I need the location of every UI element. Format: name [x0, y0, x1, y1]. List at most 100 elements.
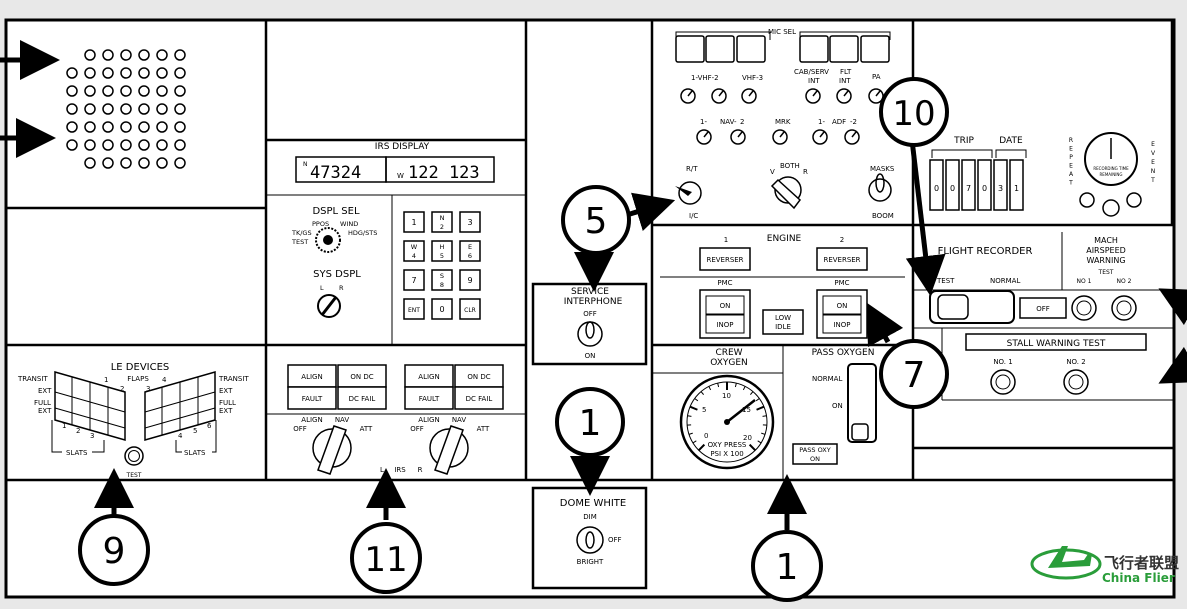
mic-select-button[interactable]: [860, 35, 890, 63]
callout-9: 9: [78, 514, 150, 586]
gauge-5: 5: [702, 406, 706, 414]
mic-select-button[interactable]: [675, 35, 705, 63]
keypad-key[interactable]: [431, 211, 453, 233]
grille-hole: [156, 139, 168, 151]
rt-ic-switch[interactable]: [678, 181, 702, 205]
grille-hole: [102, 49, 114, 61]
le-devices-title: LE DEVICES: [111, 362, 170, 373]
keypad-key[interactable]: [431, 269, 453, 291]
gauge-tick: [692, 440, 697, 444]
stall-no1-button[interactable]: [990, 369, 1016, 395]
keypad-key[interactable]: [431, 298, 453, 320]
v-label: V: [770, 168, 775, 176]
mach-no2-button[interactable]: [1111, 295, 1137, 321]
recording-time-gauge: [1084, 132, 1138, 186]
irs-r-label: R: [418, 466, 423, 474]
adf2-label: -2: [850, 118, 857, 126]
grille-hole: [138, 139, 150, 151]
pmc-1-switch[interactable]: [699, 289, 751, 339]
keypad-key[interactable]: [459, 269, 481, 291]
keypad-key[interactable]: [459, 240, 481, 262]
mic-select-button[interactable]: [705, 35, 735, 63]
grille-hole: [102, 85, 114, 97]
trip-date-digit-wheel: [945, 159, 960, 211]
flap-num-4: 4: [162, 376, 167, 384]
reverser-2-light: [816, 247, 868, 271]
airspeed-label: AIRSPEED: [1086, 246, 1126, 255]
ext2-label-left: EXT: [38, 407, 52, 415]
on-dc-text: ON DC: [467, 373, 490, 381]
mode-off-label: OFF: [293, 425, 307, 433]
grille-hole: [66, 121, 78, 133]
callout-1a-text: 1: [579, 403, 602, 444]
callout-11: 11: [350, 522, 422, 594]
keypad-key[interactable]: [403, 240, 425, 262]
trip-date-digit: 0: [982, 184, 987, 193]
dome-white-switch[interactable]: [576, 526, 604, 554]
fault-light: [404, 386, 454, 410]
grille-hole: [102, 139, 114, 151]
keypad-key[interactable]: [403, 211, 425, 233]
dc-fail-light: [454, 386, 504, 410]
mic-select-button[interactable]: [799, 35, 829, 63]
recorder-knob[interactable]: [1102, 199, 1120, 217]
mach-no1-button[interactable]: [1071, 295, 1097, 321]
pass-oxygen-switch[interactable]: [847, 363, 877, 443]
keypad-key-label: CLR: [464, 307, 476, 314]
event-letter: T: [1150, 177, 1155, 184]
gauge-tick: [694, 398, 699, 402]
flap-num-3: 3: [146, 385, 150, 393]
gauge-tick: [688, 432, 693, 435]
oxygen-panel: CREW OXYGEN 0 5 10 15 20 OXY PRESS PSI X…: [652, 345, 877, 480]
pass-oxy-text: PASS OXY: [799, 446, 830, 454]
pass-normal-label: NORMAL: [812, 375, 842, 383]
dome-off-label: OFF: [608, 536, 622, 544]
boom-label: BOOM: [872, 212, 894, 220]
repeat-letter: T: [1068, 180, 1073, 187]
dc-fail-light: [337, 386, 387, 410]
sys-dspl-knob[interactable]: [317, 294, 341, 318]
mic-select-button[interactable]: [829, 35, 859, 63]
keypad-key-label: ENT: [408, 307, 420, 314]
event-button[interactable]: [1126, 192, 1142, 208]
ext-label-right: EXT: [219, 387, 233, 395]
stall-no2-button[interactable]: [1063, 369, 1089, 395]
repeat-button[interactable]: [1079, 192, 1095, 208]
keypad-key[interactable]: [459, 298, 481, 320]
keypad-key[interactable]: [403, 298, 425, 320]
irs-display-panel: IRS DISPLAY N 47324 W 122 123 DSPL SEL P…: [266, 142, 526, 345]
mic-select-button[interactable]: [736, 35, 766, 63]
grille-hole: [174, 85, 186, 97]
dome-dim-label: DIM: [583, 513, 597, 521]
dspl-sel-knob[interactable]: [315, 227, 341, 253]
low-text: LOW: [775, 314, 791, 322]
trip-date-digit: 0: [934, 184, 939, 193]
keypad-key[interactable]: [459, 211, 481, 233]
mask-boom-switch[interactable]: [868, 178, 892, 202]
engine-1-label: 1: [724, 236, 728, 244]
callout-7: 7: [879, 339, 949, 409]
irs-l-label: L: [380, 466, 384, 474]
fdr-test-switch[interactable]: [929, 290, 1015, 324]
gauge-tick: [700, 391, 705, 395]
fault-light: [287, 386, 337, 410]
engine-panel: ENGINE 1 2 REVERSER REVERSER PMC PMC ON …: [660, 234, 905, 339]
trip-date-digit-wheel: [977, 159, 992, 211]
trip-date-digit-wheel: [961, 159, 976, 211]
logo-plane-icon: [1048, 546, 1092, 568]
ic-label: I/C: [689, 212, 698, 220]
keypad-key[interactable]: [403, 269, 425, 291]
oxygen-label: OXYGEN: [710, 358, 748, 368]
reverser-1-text: REVERSER: [706, 256, 743, 264]
keypad-key[interactable]: [431, 240, 453, 262]
le-test-button[interactable]: [124, 446, 144, 466]
fdr-off-light: [1019, 297, 1067, 319]
right-slat-grid: [144, 377, 216, 435]
irs-display-title: IRS DISPLAY: [375, 142, 430, 152]
mrk-label: MRK: [775, 118, 791, 126]
dc-fail-text: DC FAIL: [349, 395, 376, 403]
gauge-tick: [755, 398, 760, 402]
stall-no2-label: NO. 2: [1066, 358, 1085, 366]
wind-label: WIND: [340, 220, 358, 228]
